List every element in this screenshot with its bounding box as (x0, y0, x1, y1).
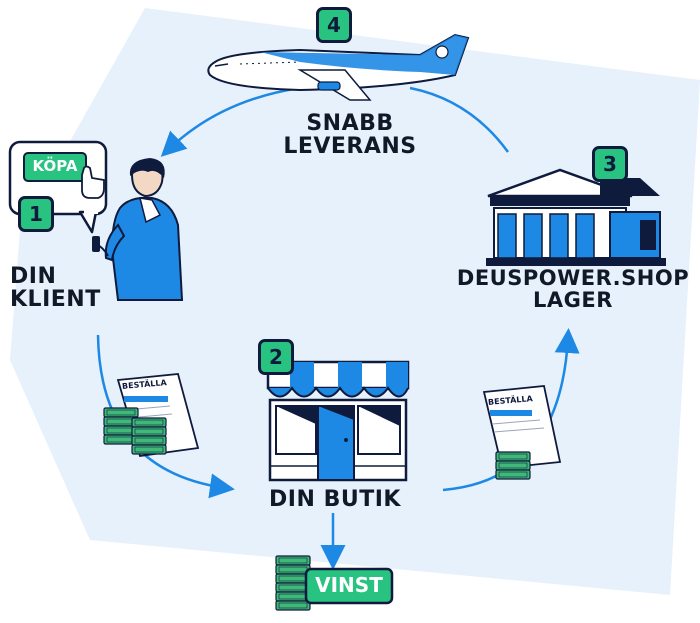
customer-figure (92, 158, 184, 301)
order-form-shop (482, 385, 562, 469)
client-label-line2: KLIENT (10, 287, 101, 313)
warehouse-label-line1: DEUSPOWER.SHOP (456, 266, 690, 290)
shop-building-icon (266, 360, 410, 482)
client-label: DIN KLIENT (10, 265, 101, 311)
arrow-warehouse-to-plane (409, 86, 510, 153)
step-badge-4: 4 (316, 7, 352, 43)
airplane-icon (207, 33, 470, 101)
warehouse-label: DEUSPOWER.SHOP LAGER (448, 267, 698, 311)
money-stack-shop (495, 451, 531, 480)
shop-label: DIN BUTIK (269, 487, 401, 512)
delivery-label-line1: SNABB (306, 111, 394, 136)
step-badge-1: 1 (18, 196, 54, 232)
warehouse-label-line2: LAGER (533, 288, 613, 313)
pointer-hand-icon (81, 165, 105, 199)
step-badge-3: 3 (592, 146, 628, 182)
client-label-line1: DIN (10, 264, 57, 289)
arrow-delivery-to-client (160, 86, 301, 157)
step-badge-2: 2 (258, 339, 294, 375)
warehouse-building-icon (486, 168, 666, 266)
delivery-label-line2: LEVERANS (283, 134, 417, 160)
delivery-label: SNABB LEVERANS (280, 112, 420, 158)
profit-label: VINST (315, 573, 383, 597)
buy-button-label: KÖPA (32, 157, 78, 175)
profit-badge (304, 567, 394, 605)
